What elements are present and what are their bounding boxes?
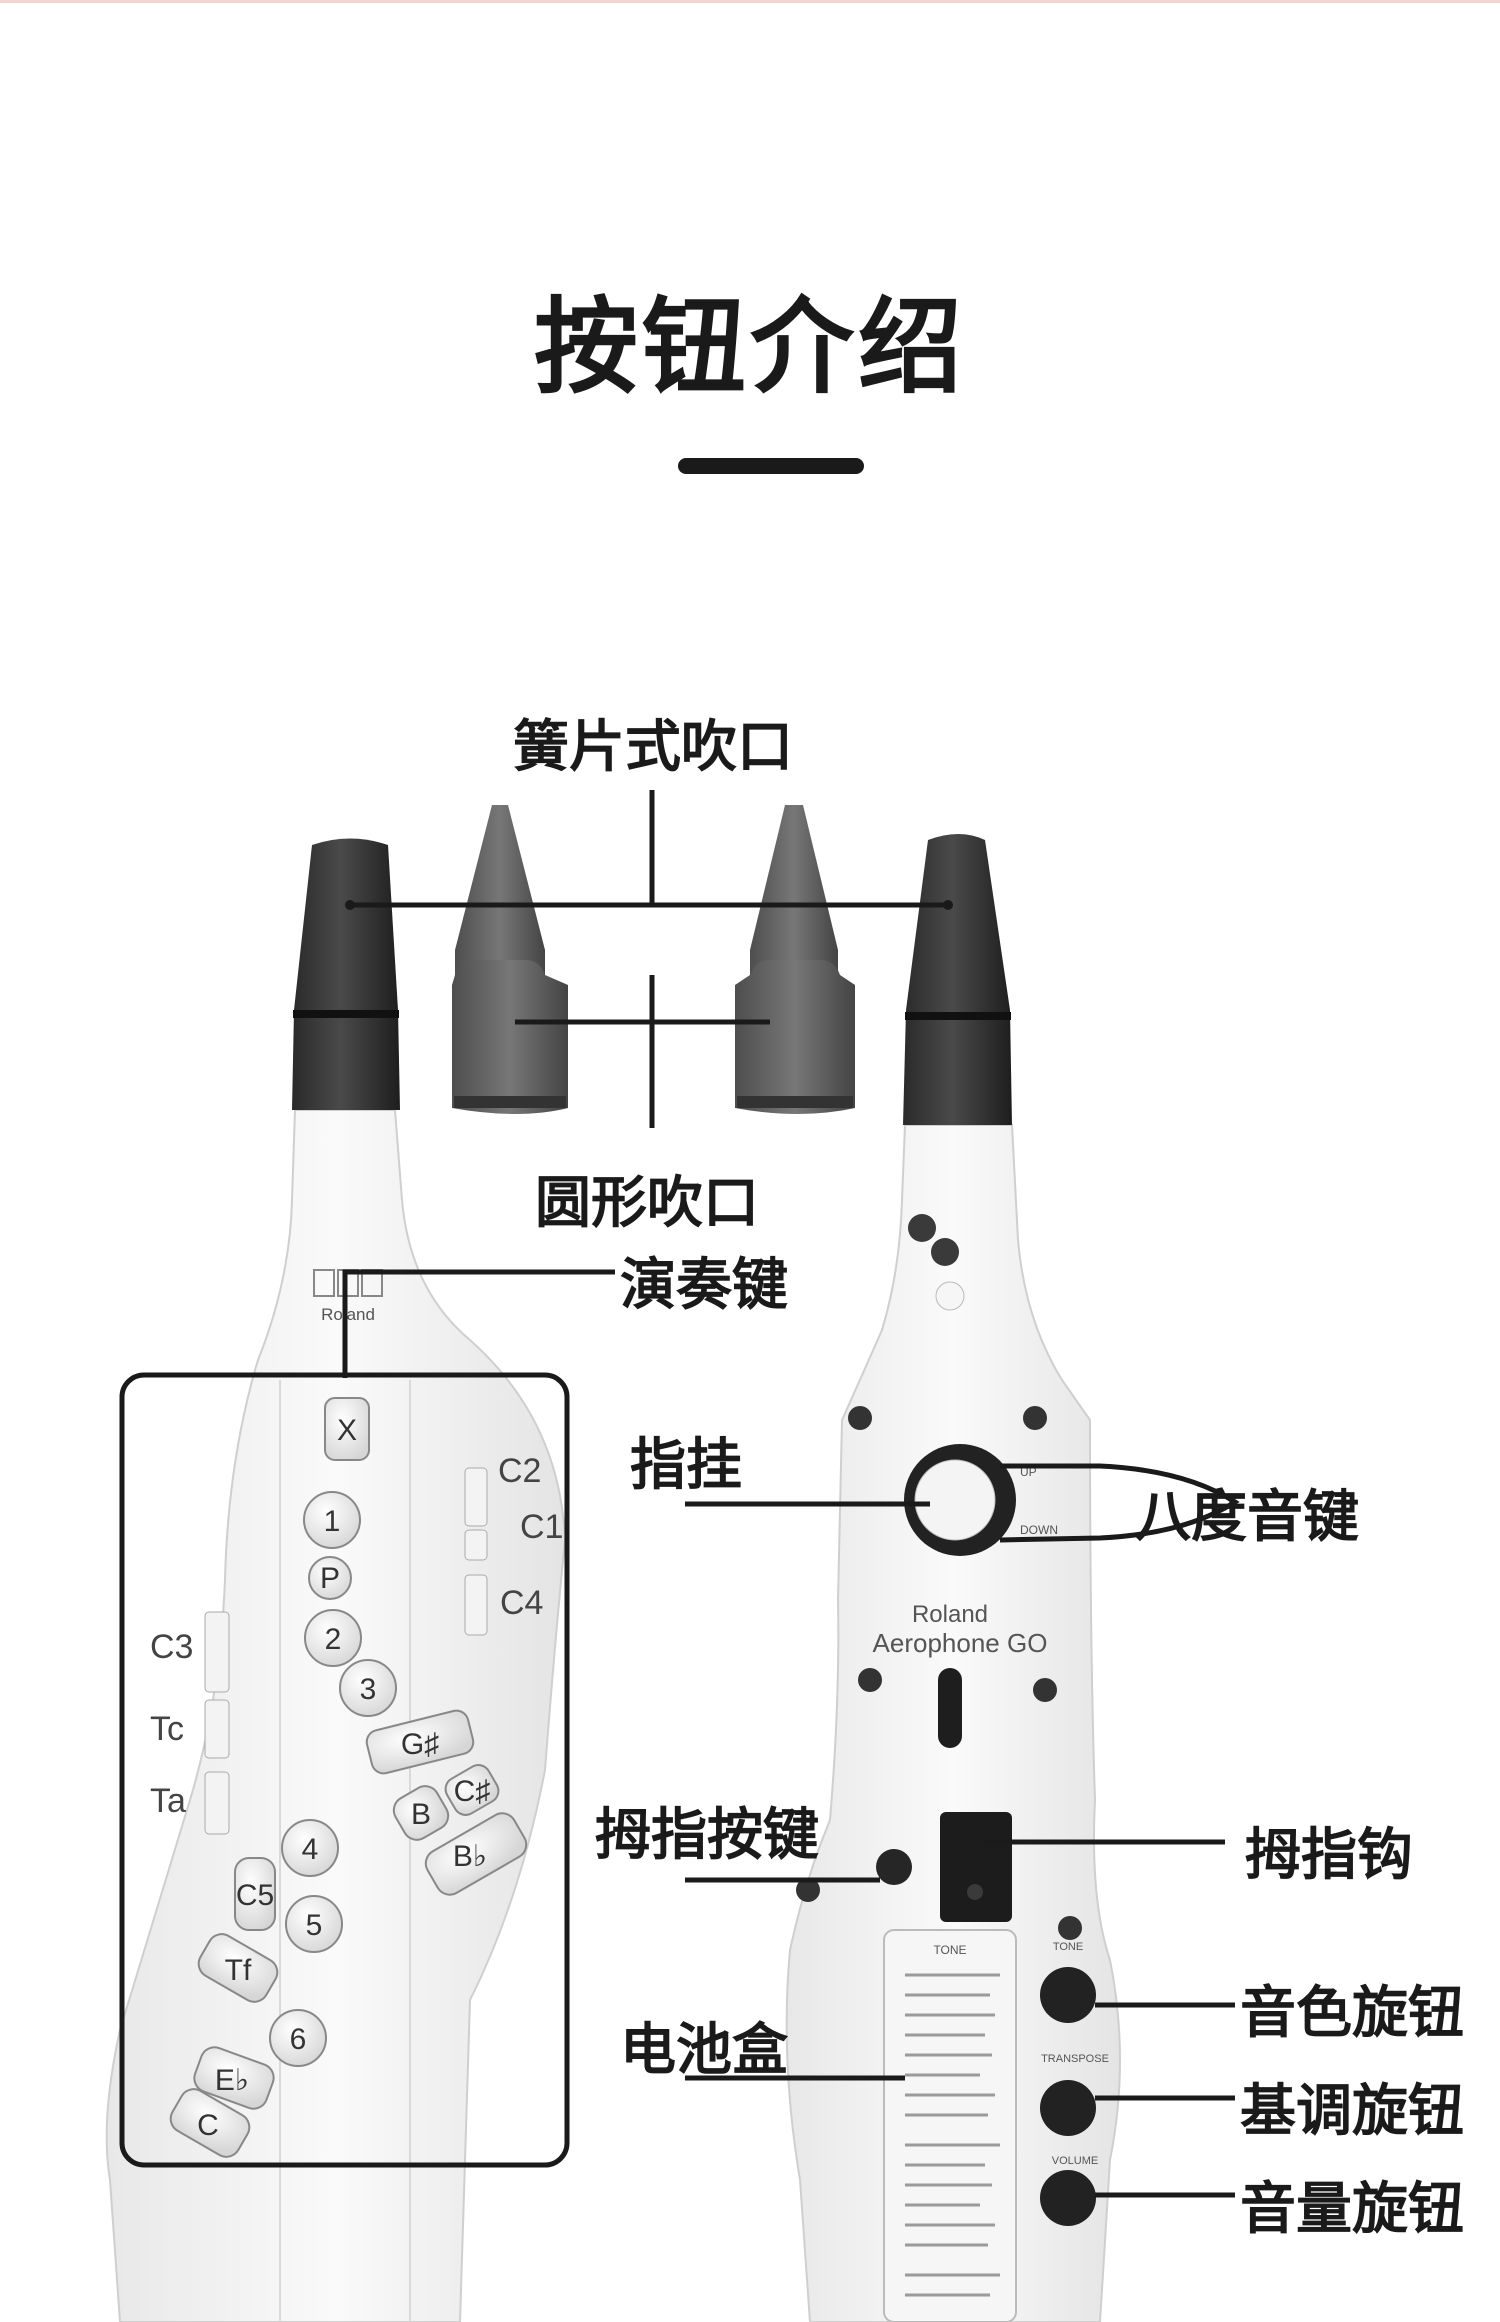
label-key-c4: C4 [500,1584,544,1622]
octave-down-text: DOWN [1020,1523,1058,1537]
thumb-slot [938,1668,962,1748]
key-c5[interactable] [234,1857,276,1931]
volume-knob[interactable] [1040,2170,1096,2226]
key-c5-label: C5 [236,1879,274,1912]
back-brand-text: Roland [912,1601,988,1628]
callout-lines [342,790,1240,2198]
label-key-c3: C3 [150,1628,194,1666]
key-5-label: 5 [306,1909,323,1942]
round-mouthpiece-left [452,805,568,1114]
label-key-tc: Tc [150,1710,184,1748]
label-battery-box: 电池盒 [620,2018,788,2083]
key-3-label: 3 [360,1673,377,1706]
side-key-c1[interactable] [464,1529,488,1561]
transpose-knob-text: TRANSPOSE [1041,2053,1109,2065]
side-key-c3[interactable] [204,1611,230,1693]
label-key-ta: Ta [150,1782,186,1820]
front-body [105,1109,567,2322]
side-key-c2[interactable] [464,1467,488,1527]
key-b[interactable] [389,1781,454,1845]
front-mouthpiece [292,838,400,1110]
thumb-key[interactable] [876,1849,912,1885]
key-e-flat-label: E♭ [215,2064,249,2097]
label-volume-knob: 音量旋钮 [1240,2177,1464,2242]
volume-knob-text: VOLUME [1052,2155,1098,2167]
key-1[interactable] [303,1491,361,1549]
label-key-c1: C1 [520,1508,564,1546]
key-x[interactable] [324,1397,370,1461]
key-g-sharp[interactable] [364,1708,476,1776]
side-key-tc[interactable] [204,1699,230,1759]
label-tone-knob: 音色旋钮 [1240,1981,1464,2046]
label-key-knob: 基调旋钮 [1240,2079,1464,2144]
key-c-sharp[interactable] [441,1761,503,1820]
key-6-label: 6 [290,2023,307,2056]
label-round-mouthpiece: 圆形吹口 [535,1171,759,1236]
key-4-label: 4 [302,1833,319,1866]
key-c-label: C [197,2109,219,2142]
key-e-flat[interactable] [190,2043,277,2112]
label-reed-mouthpiece: 簧片式吹口 [513,715,793,780]
roland-logo-text: Roland [321,1305,375,1324]
label-key-c2: C2 [498,1452,542,1490]
key-p[interactable] [308,1556,352,1600]
key-knob[interactable] [1040,2080,1096,2136]
back-view-instrument: UP DOWN Roland Aerophone GO TONE TONE TR… [785,834,1121,2322]
back-mouthpiece [903,834,1012,1125]
thumb-hook[interactable] [940,1812,1012,1922]
back-model-text: Aerophone GO [873,1628,1048,1658]
battery-box [883,1929,1017,2322]
label-play-keys: 演奏键 [620,1253,788,1318]
title-underline [678,458,864,474]
key-c-sharp-label: C♯ [454,1775,491,1808]
octave-key-up[interactable] [914,1459,996,1541]
key-tf-label: Tf [225,1954,252,1987]
top-rule [0,0,1500,3]
key-p-label: P [320,1562,340,1595]
key-tf[interactable] [194,1929,283,2007]
battery-tone-text: TONE [933,1943,966,1957]
tone-knob-text: TONE [1053,1941,1083,1953]
key-2-label: 2 [325,1623,342,1656]
key-b-label: B [411,1798,431,1831]
side-key-ta[interactable] [204,1771,230,1835]
key-4[interactable] [281,1819,339,1877]
key-5[interactable] [285,1895,343,1953]
round-mouthpiece-right [735,805,855,1114]
key-x-label: X [337,1414,357,1447]
key-1-label: 1 [324,1505,341,1538]
key-6[interactable] [269,2009,327,2067]
key-b-flat-label: B♭ [453,1840,487,1873]
key-b-flat[interactable] [421,1808,532,1900]
page-title: 按钮介绍 [533,286,966,408]
label-finger-hook: 指挂 [630,1433,742,1498]
tone-knob[interactable] [1040,1967,1096,2023]
key-2[interactable] [304,1609,362,1667]
side-key-c4[interactable] [464,1574,488,1636]
key-3[interactable] [339,1659,397,1717]
key-c[interactable] [166,2084,255,2162]
label-thumb-hook: 拇指钩 [1245,1823,1413,1888]
label-thumb-keys: 拇指按键 [595,1803,819,1868]
back-mouthpiece-ring [905,1012,1011,1020]
label-octave-keys: 八度音键 [1135,1485,1359,1550]
key-g-sharp-label: G♯ [401,1728,439,1761]
front-mouthpiece-ring [293,1010,399,1018]
